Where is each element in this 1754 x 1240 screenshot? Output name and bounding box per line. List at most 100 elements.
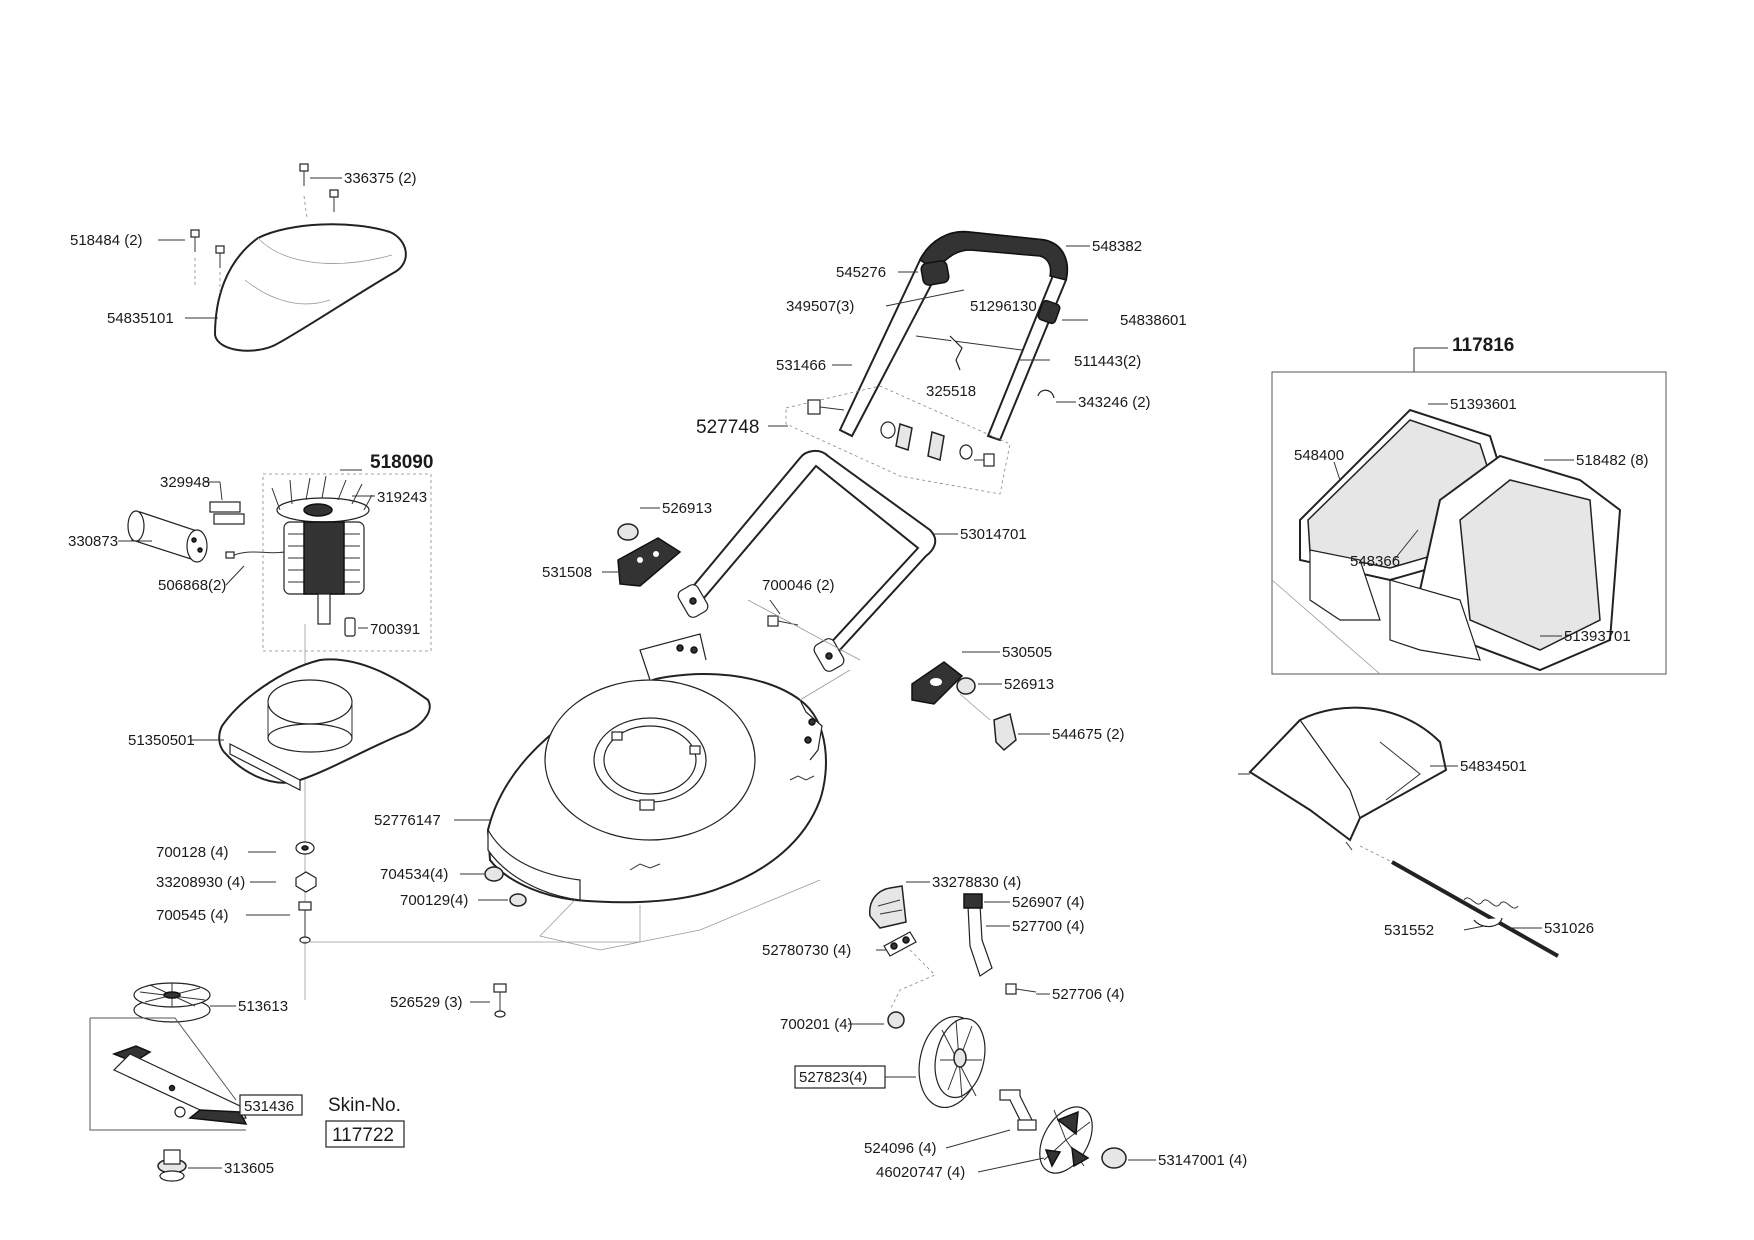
motor-assembly-group: 518090 319243 329948 <box>68 452 433 1000</box>
screw-icon <box>493 983 507 1018</box>
spring-part <box>1463 897 1519 909</box>
key-part <box>344 617 356 637</box>
part-label: 51296130 <box>970 298 1037 315</box>
part-label: 527700 (4) <box>1012 918 1085 935</box>
part-label: 526913 <box>662 500 712 517</box>
part-label: 531026 <box>1544 920 1594 937</box>
upper-handle-group: 548382 545276 349507(3) 51296130 5483860… <box>776 230 1187 442</box>
wheel-part <box>918 1015 986 1109</box>
part-label: 531508 <box>542 564 592 581</box>
knob-part <box>956 677 976 695</box>
part-label: 545276 <box>836 264 886 281</box>
grass-bag-group: 117816 51393601 548400 518482 (8) 548366… <box>1271 335 1667 675</box>
nut-icon <box>509 893 527 907</box>
deck-fasteners-group: 704534(4) 700129(4) 526529 (3) <box>380 866 527 1018</box>
rear-axle-group: 531552 531026 <box>1384 860 1594 958</box>
screw-icon <box>190 163 339 268</box>
skin-number-box <box>325 1120 405 1148</box>
cable-guide-part <box>949 335 963 371</box>
knob-part <box>617 523 639 541</box>
fastener-stack-group: 700128 (4) 33208930 (4) 700545 (4) <box>156 841 317 944</box>
handle-clamp-group: 526913 531508 <box>542 500 712 587</box>
bolt-icon <box>1005 983 1037 995</box>
part-label: 506868(2) <box>158 577 226 594</box>
part-label: 548366 <box>1350 553 1400 570</box>
part-label: 33278830 (4) <box>932 874 1021 891</box>
lower-handle-part <box>688 450 937 654</box>
height-adjuster-group: 33278830 (4) 52780730 (4) 526907 (4) 527… <box>762 874 1125 1011</box>
part-label: 52780730 (4) <box>762 942 851 959</box>
motor-assembly-frame <box>262 473 432 652</box>
part-label: 51393601 <box>1450 396 1517 413</box>
part-label: 704534(4) <box>380 866 448 883</box>
skin-number-heading: Skin-No. <box>328 1095 401 1116</box>
part-label: 526907 (4) <box>1012 894 1085 911</box>
lower-handle-group: 53014701 700046 (2) <box>677 450 1027 701</box>
part-label: 51350501 <box>128 732 195 749</box>
part-label: 349507(3) <box>786 298 854 315</box>
part-label: 343246 (2) <box>1078 394 1151 411</box>
blade-bolt-part <box>157 1149 187 1182</box>
blade-group: 513613 531436 Skin-No. 117722 313605 <box>89 982 405 1182</box>
part-label: 51393701 <box>1564 628 1631 645</box>
part-label: 530505 <box>1002 644 1052 661</box>
blade-adapter-part <box>133 982 211 1023</box>
part-label: 700391 <box>370 621 420 638</box>
part-label: 52776147 <box>374 812 441 829</box>
motor-winding-part <box>283 521 365 625</box>
bolt-icon <box>974 453 995 467</box>
part-label: 700545 (4) <box>156 907 229 924</box>
assembly-number: 117816 <box>1452 335 1514 356</box>
handle-kit-frame <box>785 385 1011 495</box>
adjuster-segment-part <box>869 885 907 929</box>
part-label: 313605 <box>224 1160 274 1177</box>
part-label: 700201 (4) <box>780 1016 853 1033</box>
nut-icon <box>887 1011 905 1029</box>
right-clamp-group: 530505 526913 544675 (2) <box>911 644 1125 752</box>
capacitor-part <box>127 510 208 563</box>
handle-kit-group: 527748 <box>696 385 1011 495</box>
brush-part <box>209 501 245 525</box>
part-label: 526529 (3) <box>390 994 463 1011</box>
part-label: 526913 <box>1004 676 1054 693</box>
part-label: 700128 (4) <box>156 844 229 861</box>
cap-part <box>1101 1147 1127 1169</box>
hubcap-part <box>1039 1106 1093 1174</box>
screw-icon <box>298 901 312 944</box>
part-label: 531436 <box>244 1098 294 1115</box>
part-label: 518484 (2) <box>70 232 143 249</box>
wheel-group: 700201 (4) 527823(4) 524096 (4) 46020747… <box>780 1011 1247 1181</box>
handle-clamp-part <box>617 537 682 587</box>
wing-nut-part <box>993 712 1017 752</box>
axle-bolt-part <box>999 1089 1037 1131</box>
adjuster-plate-part <box>883 931 917 957</box>
grass-bag-frame <box>1271 371 1667 675</box>
part-label: 325518 <box>926 383 976 400</box>
motor-fan-part <box>271 475 373 523</box>
part-label: 544675 (2) <box>1052 726 1125 743</box>
part-label: 531466 <box>776 357 826 374</box>
bolt-icon <box>807 399 845 415</box>
cable-clip-part <box>1037 389 1055 399</box>
part-label: 330873 <box>68 533 118 550</box>
part-label: 513613 <box>238 998 288 1015</box>
part-label: 524096 (4) <box>864 1140 937 1157</box>
part-label: 33208930 (4) <box>156 874 245 891</box>
assembly-number: 527748 <box>696 417 759 438</box>
part-label: 700129(4) <box>400 892 468 909</box>
part-label: 531552 <box>1384 922 1434 939</box>
part-label: 319243 <box>377 489 427 506</box>
rear-flap-group: 54834501 <box>1238 706 1527 867</box>
part-label: 548382 <box>1092 238 1142 255</box>
part-label: 548400 <box>1294 447 1344 464</box>
part-label: 527823(4) <box>799 1069 867 1086</box>
part-label: 54835101 <box>107 310 174 327</box>
adjuster-lever-part <box>967 903 993 977</box>
part-label: 53147001 (4) <box>1158 1152 1247 1169</box>
part-label: 329948 <box>160 474 210 491</box>
part-label: 518482 (8) <box>1576 452 1649 469</box>
part-label: 527706 (4) <box>1052 986 1125 1003</box>
part-label: 700046 (2) <box>762 577 835 594</box>
part-label: 54838601 <box>1120 312 1187 329</box>
